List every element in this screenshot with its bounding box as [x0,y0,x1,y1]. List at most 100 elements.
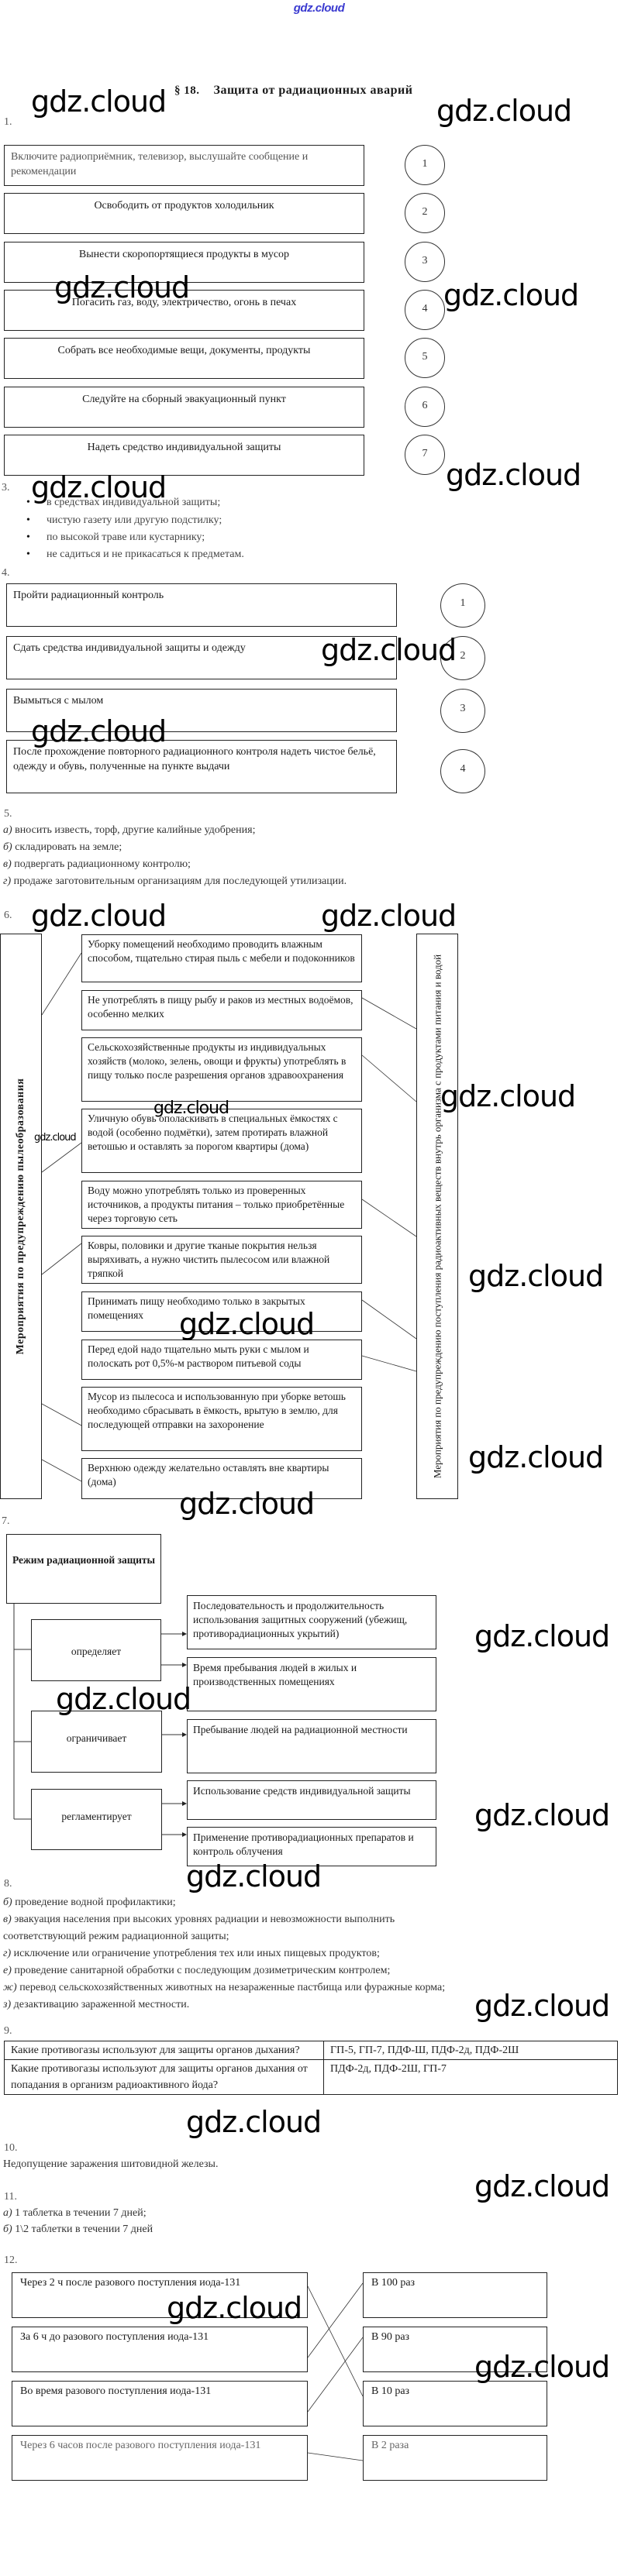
site-logo[interactable]: gdz.cloud [293,2,345,15]
measure-box: Воду можно употреблять только из провере… [81,1181,362,1229]
order-circle: 4 [440,749,485,793]
watermark: gdz.cloud [153,1099,229,1118]
answer-item: а) вносить известь, торф, другие калийны… [3,824,255,837]
connector-line [361,1199,417,1237]
answer-text: дезактивацию зараженной местности. [13,1999,190,2010]
page-title: § 18. Защита от радиационных аварий [174,84,412,98]
answer-item: а) 1 таблетка в течении 7 дней; [3,2207,147,2220]
task-number: 5. [4,808,12,820]
section-number: § 18. [174,84,200,97]
answer-letter: з) [3,1999,12,2010]
match-line [307,2282,364,2358]
order-circle: 1 [440,583,485,628]
answer-text: подвергать радиационному контролю; [14,858,191,870]
watermark: gdz.cloud [31,714,167,748]
watermark: gdz.cloud [179,1307,315,1341]
measure-box: Верхнюю одежду желательно оставлять вне … [81,1458,362,1499]
answer-item: б) проведение водной профилактики; [3,1897,176,1909]
answer-letter: г) [3,875,12,887]
task-number: 3. [2,482,10,494]
order-circle: 6 [405,387,445,427]
order-circle: 2 [440,636,485,680]
watermark: gdz.cloud [56,1682,191,1716]
answer-item: б) 1\2 таблетки в течении 7 дней [3,2223,153,2236]
table-row: Какие противогазы используют для защиты … [4,2041,618,2060]
connector-line [41,1459,82,1482]
step-box: Собрать все необходимые вещи, документы,… [4,338,364,379]
answer-item: г) исключение или ограничение употреблен… [3,1948,380,1960]
order-circle: 2 [405,193,445,233]
answer-letter: е) [3,1965,12,1976]
answer-text: проведение санитарной обработки с послед… [14,1965,391,1976]
connector-line [361,1054,417,1102]
watermark: gdz.cloud [474,2169,610,2203]
question-cell: Какие противогазы используют для защиты … [4,2059,324,2095]
step-box: Пройти радиационный контроль [6,583,397,627]
task-number: 8. [4,1878,12,1890]
answer-text: продаже заготовительным организациям для… [13,875,347,887]
connector-line [41,1142,82,1173]
connector-line [361,997,417,1030]
answer-letter: а) [3,2207,12,2219]
effect-box: В 90 раз [363,2327,547,2372]
watermark: gdz.cloud [468,1440,604,1474]
watermark: gdz.cloud [167,2291,302,2325]
answer-text: 1\2 таблетки в течении 7 дней [15,2223,153,2235]
answer-text: эвакуация населения при высоких уровнях … [14,1914,395,1925]
order-circle: 4 [405,290,445,330]
answer-text: перевод сельскохозяйственных животных на… [19,1982,446,1993]
watermark: gdz.cloud [186,2105,322,2139]
time-box: За 6 ч до разового поступления иода-131 [12,2327,308,2372]
answer-item: соответствующий режим радиационной защит… [3,1931,229,1943]
section-title: Защита от радиационных аварий [213,84,413,97]
connector-line [361,1355,417,1372]
answer-letter: б) [3,841,12,853]
watermark: gdz.cloud [468,1259,604,1293]
time-box: Во время разового поступления иода-131 [12,2381,308,2426]
task-number: 9. [4,2025,12,2037]
watermark: gdz.cloud [474,1619,610,1653]
answer-letter: б) [3,2223,12,2235]
step-box: Освободить от продуктов холодильник [4,193,364,234]
effect-box: В 100 раз [363,2272,547,2318]
answer-text: исключение или ограничение употребления … [13,1948,380,1959]
answer-item: г) продаже заготовительным организациям … [3,875,347,888]
list-item: в средствах индивидуальной защиты; [26,497,220,509]
left-category-label: Мероприятия по предупреждению пылеобразо… [0,934,42,1499]
answer-item: з) дезактивацию зараженной местности. [3,1999,189,2011]
verb-box: регламентирует [31,1789,162,1850]
question-cell: Какие противогазы используют для защиты … [4,2041,324,2060]
target-box: Пребывание людей на радиационной местнос… [187,1719,436,1773]
answer-cell: ГП-5, ГП-7, ПДФ-Ш, ПДФ-2д, ПДФ-2Ш [323,2041,618,2060]
verb-box: ограничивает [31,1711,162,1773]
watermark: gdz.cloud [31,84,167,119]
order-circle: 7 [405,435,445,475]
answer-letter: г) [3,1948,12,1959]
watermark: gdz.cloud [186,1859,322,1893]
target-box: Использование средств индивидуальной защ… [187,1780,436,1820]
match-line [307,2337,364,2413]
measure-box: Уличную обувь ополаскивать в специальных… [81,1109,362,1173]
list-item: не садиться и не прикасаться к предметам… [26,549,244,561]
watermark: gdz.cloud [474,1989,610,2023]
order-circle: 5 [405,338,445,378]
watermark: gdz.cloud [443,278,579,312]
answer-cell: ПДФ-2д, ПДФ-2Ш, ГП-7 [323,2059,618,2095]
list-item: по высокой траве или кустарнику; [26,531,205,544]
connector-line [41,1243,82,1275]
order-circle: 3 [405,242,445,282]
step-box: Включите радиоприёмник, телевизор, выслу… [4,145,364,186]
watermark: gdz.cloud [440,1079,576,1113]
step-box: Погасить газ, воду, электричество, огонь… [4,290,364,331]
match-line [307,2285,364,2397]
category-text: Мероприятия по предупреждению пылеобразо… [15,1078,26,1355]
step-box: Сдать средства индивидуальной защиты и о… [6,636,397,679]
order-circle: 3 [440,689,485,733]
step-box: Надеть средство индивидуальной защиты [4,435,364,476]
connector-line [41,952,82,1016]
answer-text: соответствующий режим радиационной защит… [3,1931,229,1942]
watermark: gdz.cloud [179,1487,315,1521]
right-category-label: Мероприятия по предупреждению поступлени… [416,934,458,1499]
task-number: 12. [4,2254,18,2266]
watermark: gdz.cloud [321,633,457,667]
